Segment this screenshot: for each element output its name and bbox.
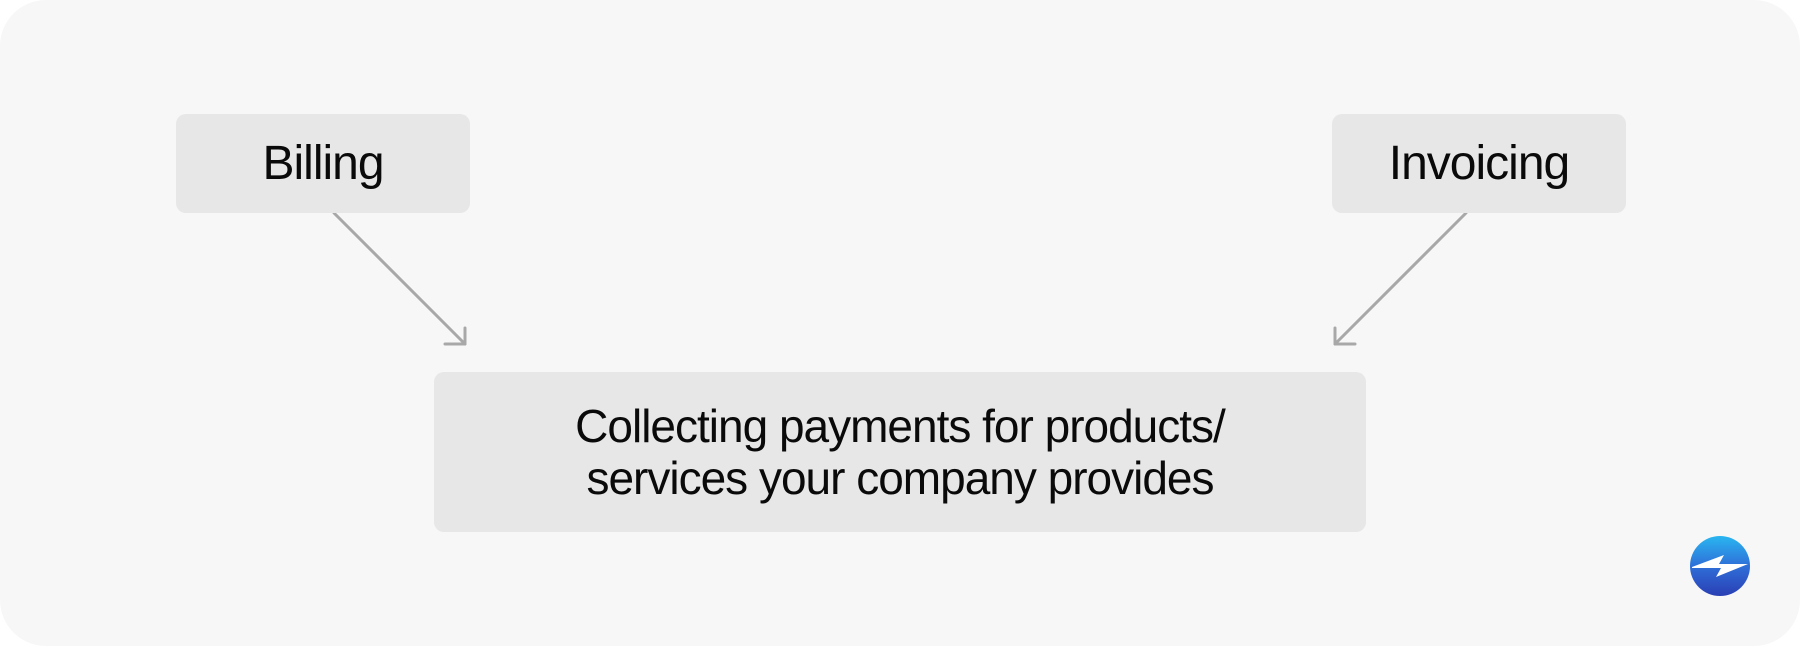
- node-invoicing: Invoicing: [1332, 114, 1626, 213]
- bolt-circle-logo-icon: [1690, 536, 1750, 596]
- node-definition-line-2: services your company provides: [586, 452, 1214, 504]
- arrow-billing-to-definition: [332, 211, 467, 346]
- node-billing: Billing: [176, 114, 470, 213]
- node-billing-label: Billing: [262, 136, 384, 190]
- node-definition-line-1: Collecting payments for products/: [575, 400, 1226, 452]
- node-definition: Collecting payments for products/ servic…: [434, 372, 1366, 532]
- arrow-invoicing-to-definition: [1333, 211, 1468, 346]
- node-invoicing-label: Invoicing: [1388, 136, 1570, 190]
- node-definition-text: Collecting payments for products/ servic…: [575, 400, 1226, 504]
